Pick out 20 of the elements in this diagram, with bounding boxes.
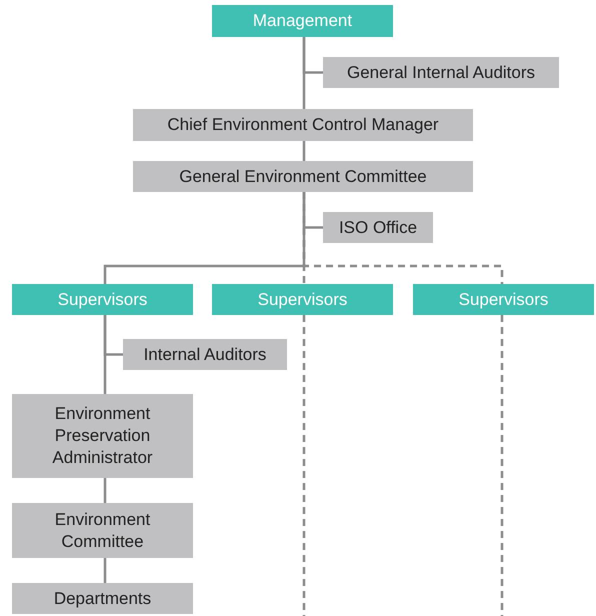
role-box: Environment Preservation Administrator	[12, 394, 193, 478]
connector-line	[104, 478, 106, 503]
connector-line	[302, 37, 306, 109]
role-box: Environment Committee	[12, 503, 193, 558]
unit-box: Supervisors	[12, 284, 193, 315]
role-box: Chief Environment Control Manager	[133, 109, 473, 141]
connector-line	[302, 192, 504, 284]
connector-line	[500, 315, 504, 616]
unit-box: Supervisors	[413, 284, 594, 315]
connector-line	[104, 315, 106, 394]
role-box: Internal Auditors	[123, 339, 287, 370]
connector-line	[302, 141, 306, 161]
role-box: General Internal Auditors	[323, 57, 559, 88]
connector-line	[104, 558, 106, 583]
unit-box: Supervisors	[212, 284, 393, 315]
role-box: ISO Office	[323, 212, 433, 243]
role-box: Departments	[12, 583, 193, 614]
role-box: General Environment Committee	[133, 161, 473, 192]
connector-line	[302, 315, 306, 616]
unit-box: Management	[212, 5, 393, 37]
